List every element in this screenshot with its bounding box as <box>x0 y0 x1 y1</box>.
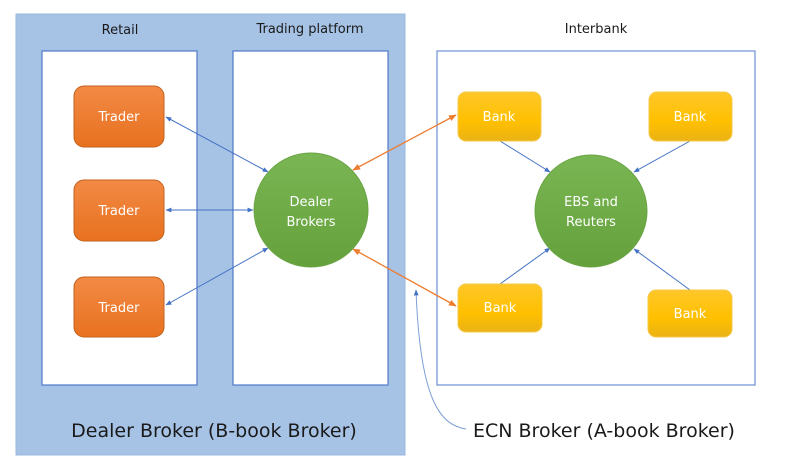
edge-bank-1-ebs <box>499 140 551 173</box>
bank-node-1[interactable]: Bank <box>457 91 542 142</box>
ecn-callout-arrow <box>413 289 467 430</box>
bank-node-2[interactable]: Bank <box>648 91 733 142</box>
bank-node-4[interactable]: Bank <box>647 289 733 338</box>
edge-trader-3-dealer <box>165 247 269 306</box>
trader-node-1[interactable]: Trader <box>73 85 165 148</box>
trader-node-2[interactable]: Trader <box>73 179 165 242</box>
bank-1-label: Bank <box>483 110 516 125</box>
bank-4-label: Bank <box>674 307 707 322</box>
bank-3-label: Bank <box>484 301 517 316</box>
ebs-reuters-node[interactable]: EBS and Reuters <box>534 154 648 268</box>
edge-bank-4-ebs <box>633 248 691 291</box>
ecn-broker-caption: ECN Broker (A-book Broker) <box>473 420 735 442</box>
ebs-reuters-label-line2: Reuters <box>566 215 616 230</box>
dealer-brokers-node[interactable]: Dealer Brokers <box>253 152 369 268</box>
edge-dealer-bank-3 <box>352 248 457 307</box>
edge-trader-1-dealer <box>165 116 269 173</box>
edge-bank-2-ebs <box>633 140 691 173</box>
trader-1-label: Trader <box>98 110 141 125</box>
ebs-reuters-label-line1: EBS and <box>564 195 618 210</box>
interbank-title: Interbank <box>565 22 628 37</box>
retail-title: Retail <box>102 23 139 38</box>
dealer-broker-caption: Dealer Broker (B-book Broker) <box>71 420 357 442</box>
edge-dealer-bank-1 <box>352 114 457 171</box>
dealer-brokers-label-line2: Brokers <box>286 215 335 230</box>
trader-2-label: Trader <box>98 204 141 219</box>
edge-bank-3-ebs <box>499 247 551 285</box>
bank-2-label: Bank <box>674 110 707 125</box>
dealer-brokers-label-line1: Dealer <box>290 195 334 210</box>
bank-node-3[interactable]: Bank <box>457 283 543 333</box>
trader-node-3[interactable]: Trader <box>73 276 165 338</box>
trader-3-label: Trader <box>98 301 141 316</box>
trading-platform-title: Trading platform <box>255 22 363 37</box>
